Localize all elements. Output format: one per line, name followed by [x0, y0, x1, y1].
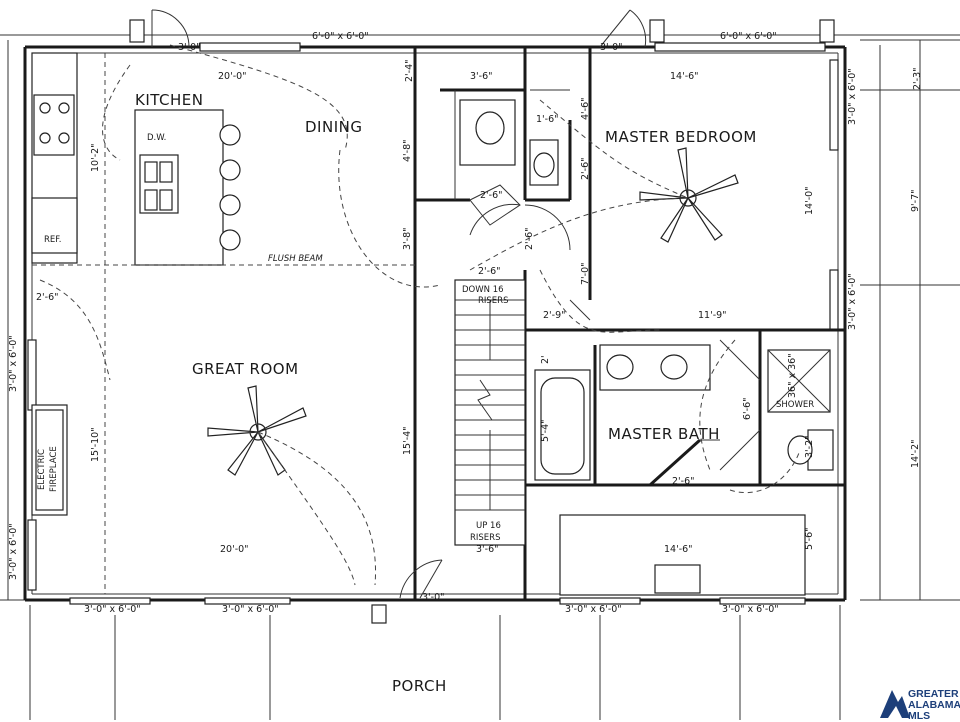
dim-kitchen-depth: 10'-2" — [90, 143, 101, 172]
mls-watermark: GREATER ALABAMA MLS — [908, 689, 960, 722]
great-room-fan — [207, 385, 307, 476]
dim-bot-win-2: 3'-0" x 6'-0" — [222, 604, 279, 615]
dim-bot-win-4: 3'-0" x 6'-0" — [722, 604, 779, 615]
mls-logo-icon — [880, 690, 910, 718]
room-kitchen: KITCHEN — [135, 91, 204, 109]
dim-closet-3-6: 3'-6" — [470, 71, 493, 82]
dim-front-door: 3'-0" — [422, 592, 445, 603]
dim-stair-2-6: 2'-6" — [478, 266, 501, 277]
dim-closet-14-6: 14'-6" — [664, 544, 693, 555]
room-master-bedroom: MASTER BEDROOM — [605, 128, 757, 146]
outer-dimension-lines — [0, 34, 960, 601]
dim-upper-2-4: 2'-4" — [404, 60, 415, 83]
dim-door-2-6: 2'-6" — [524, 228, 535, 251]
room-master-bath: MASTER BATH — [608, 425, 720, 443]
dim-closet-4-8: 4'-8" — [402, 140, 413, 163]
dim-bath-6-6: 6'-6" — [742, 398, 753, 421]
dim-great-15-10: 15'-10" — [90, 427, 101, 462]
top-windows — [27, 42, 839, 591]
dim-door-top-left: 3'-0" — [178, 42, 201, 53]
dim-hall-7-0: 7'-0" — [580, 263, 591, 286]
dim-hall-2-6: 2'-6" — [480, 190, 503, 201]
room-porch: PORCH — [392, 677, 447, 695]
room-dining: DINING — [305, 118, 362, 136]
label-shower: SHOWER — [776, 400, 814, 410]
porch-outline — [29, 597, 841, 720]
watermark-line-3: MLS — [908, 710, 931, 722]
dim-right-win-2: 3'-0" x 6'-0" — [847, 273, 858, 330]
dim-bath-2-6: 2'-6" — [672, 476, 695, 487]
dim-wc-2-6: 2'-6" — [580, 158, 591, 181]
dim-tub-2: 2' — [540, 355, 551, 364]
wc-fixtures — [459, 99, 559, 186]
dim-hall-3-8: 3'-8" — [402, 228, 413, 251]
stairs — [454, 279, 526, 546]
label-dishwasher: D.W. — [147, 133, 166, 143]
dim-bath-11-9: 11'-9" — [698, 310, 727, 321]
label-stairs-down-2: RISERS — [478, 296, 508, 306]
dim-closet-5-6: 5'-6" — [804, 528, 815, 551]
dim-kitchen-width: 20'-0" — [218, 71, 247, 82]
dim-win-top-right: 6'-0" x 6'-0" — [720, 31, 777, 42]
dim-stair-3-6: 3'-6" — [476, 544, 499, 555]
electrical-arcs — [39, 44, 801, 586]
dim-bot-win-1: 3'-0" x 6'-0" — [84, 604, 141, 615]
kitchen-fixtures — [31, 52, 415, 594]
label-refrigerator: REF. — [44, 235, 62, 245]
label-stairs-up-1: UP 16 — [476, 521, 501, 531]
dim-wc-1-6: 1'-6" — [536, 114, 559, 125]
label-flush-beam: FLUSH BEAM — [268, 254, 323, 264]
label-stairs-down-1: DOWN 16 — [462, 285, 504, 295]
dim-great-width: 20'-0" — [220, 544, 249, 555]
dim-win-top-left: 6'-0" x 6'-0" — [312, 31, 369, 42]
label-fireplace-1: ELECTRIC — [37, 449, 47, 490]
dim-bot-win-3: 3'-0" x 6'-0" — [565, 604, 622, 615]
label-fireplace-2: FIREPLACE — [49, 446, 59, 492]
room-great-room: GREAT ROOM — [192, 360, 299, 378]
top-doors — [129, 9, 835, 48]
dim-wc-4-6: 4'-6" — [580, 98, 591, 121]
dim-tub-5-4: 5'-4" — [540, 420, 551, 443]
hall-doors — [469, 184, 761, 471]
dim-right-14-2: 14'-2" — [910, 439, 921, 468]
label-stairs-up-2: RISERS — [470, 533, 500, 543]
dim-bed-depth: 14'-0" — [804, 186, 815, 215]
dim-great-2-6: 2'-6" — [36, 292, 59, 303]
watermark-line-1: GREATER — [908, 688, 959, 700]
dim-bed-14-6: 14'-6" — [670, 71, 699, 82]
bath-fixtures — [534, 344, 834, 596]
dim-bath-3-2: 3'-2" — [804, 436, 815, 459]
dim-right-9-7: 9'-7" — [910, 190, 921, 213]
master-bedroom-fan — [639, 147, 739, 243]
watermark-line-2: ALABAMA — [908, 699, 960, 711]
dim-shower-size: 36" x 36" — [787, 353, 798, 398]
dim-bath-2-9: 2'-9" — [543, 310, 566, 321]
dim-left-win-2: 3'-0" x 6'-0" — [8, 523, 19, 580]
front-door — [371, 559, 443, 624]
dim-right-win-1: 3'-0" x 6'-0" — [847, 68, 858, 125]
dim-door-top-right: 3'-0" — [600, 42, 623, 53]
dim-left-win-1: 3'-0" x 6'-0" — [8, 335, 19, 392]
dim-great-15-4: 15'-4" — [402, 426, 413, 455]
dim-right-2-3: 2'-3" — [912, 68, 923, 91]
fireplace-fixture — [31, 404, 68, 516]
